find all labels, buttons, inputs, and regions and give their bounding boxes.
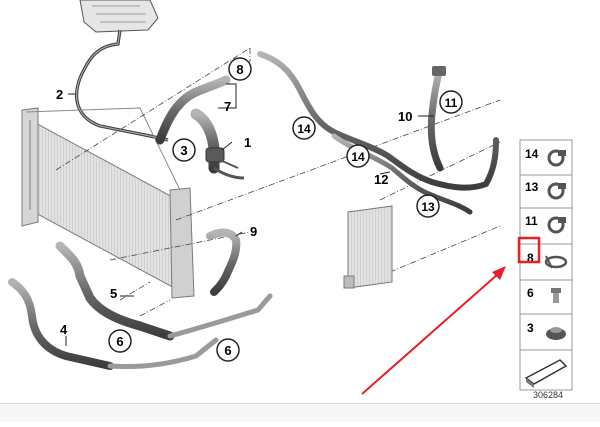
hose-4: [8, 278, 219, 370]
callout-14b: 14: [346, 144, 370, 168]
svg-text:13: 13: [421, 200, 435, 214]
diagram-number: 306284: [533, 390, 563, 400]
legend-label-6: 6: [527, 286, 534, 300]
callout-2: 2: [56, 87, 63, 102]
legend-label-14: 14: [525, 147, 539, 161]
legend-label-13: 13: [525, 180, 539, 194]
fastener-wedge-icon: [524, 359, 568, 388]
callout-11: 11: [439, 90, 463, 114]
callout-9: 9: [250, 224, 257, 239]
hose-2: [75, 29, 169, 142]
hose-clamp-14-icon: [547, 149, 566, 167]
expansion-tank: [79, 0, 159, 33]
highlight-box: [517, 236, 541, 264]
callout-3: 3: [172, 138, 196, 162]
svg-text:11: 11: [445, 96, 458, 110]
svg-text:8: 8: [236, 62, 243, 77]
callout-4: 4: [60, 322, 68, 337]
callout-5: 5: [110, 286, 117, 301]
parts-legend: 14 13 11 8 6 3: [519, 139, 573, 391]
svg-text:3: 3: [180, 143, 187, 158]
hose-10: [427, 66, 446, 172]
grommet-3-icon: [546, 327, 566, 340]
svg-text:14: 14: [351, 150, 365, 164]
hose-7: [155, 75, 231, 145]
pointer-arrow: [361, 266, 506, 395]
auxiliary-cooler: [343, 205, 393, 289]
legend-label-3: 3: [527, 321, 534, 335]
svg-text:6: 6: [116, 334, 123, 349]
rivet-6-icon: [551, 288, 561, 303]
callout-14a: 14: [292, 116, 316, 140]
bottom-band: [0, 404, 600, 422]
legend-label-11: 11: [525, 214, 538, 228]
hose-5: [55, 241, 273, 341]
hose-9: [206, 228, 241, 296]
callout-13: 13: [416, 194, 440, 218]
callout-12: 12: [374, 172, 388, 187]
radiator: [21, 107, 195, 299]
hose-1: [190, 108, 245, 180]
leader-lines: [65, 83, 434, 346]
callout-7: 7: [224, 99, 231, 114]
hose-clamp-11-icon: [547, 216, 566, 234]
callout-8: 8: [228, 57, 252, 81]
svg-text:6: 6: [224, 343, 231, 358]
bottom-rule: [0, 403, 600, 404]
hose-clamp-13-icon: [547, 182, 566, 200]
callout-10: 10: [398, 109, 412, 124]
spring-clamp-8-icon: [544, 255, 568, 269]
callout-1: 1: [244, 135, 251, 150]
callout-6a: 6: [108, 329, 132, 353]
legend-label-8: 8: [527, 251, 534, 265]
callout-6b: 6: [216, 338, 240, 362]
svg-text:14: 14: [297, 122, 311, 136]
